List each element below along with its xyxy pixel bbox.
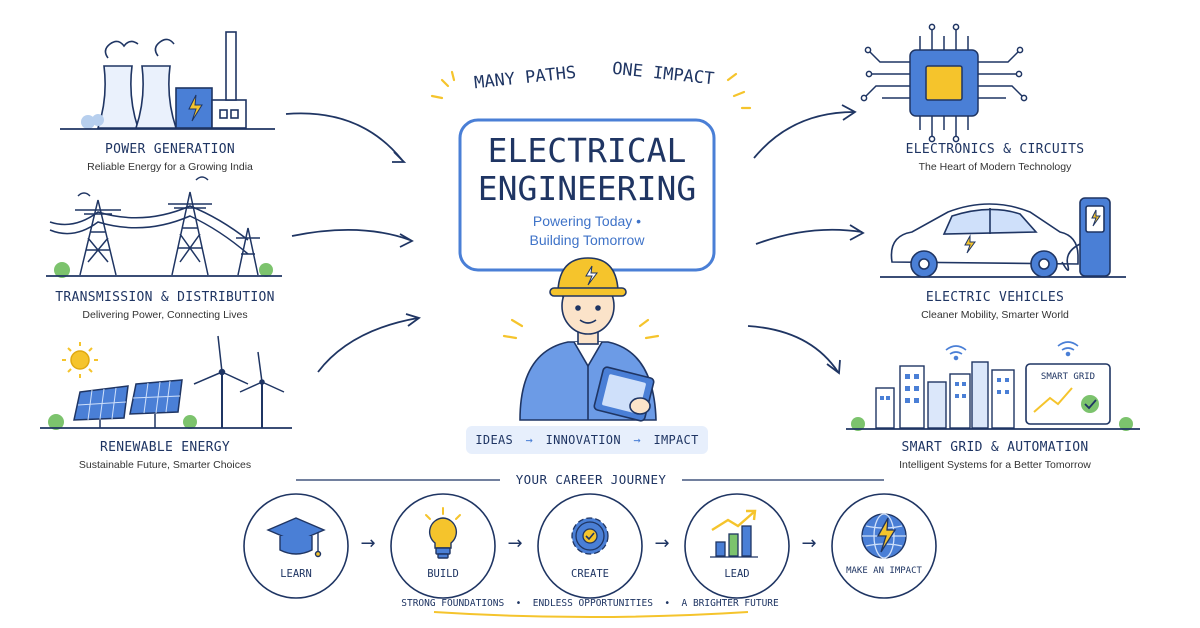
path-arrows-left xyxy=(285,112,421,373)
smart-city-icon xyxy=(846,341,1140,431)
path-subtitle: Intelligent Systems for a Better Tomorro… xyxy=(899,459,1091,471)
lightbulb-icon xyxy=(425,507,461,559)
journey-arrow: → xyxy=(360,533,376,554)
flow-impact: IMPACT xyxy=(653,433,699,447)
center-subtitle: Powering Today • Building Tomorrow xyxy=(460,212,714,250)
center-title-line2: ENGINEERING xyxy=(477,169,697,208)
path-subtitle: The Heart of Modern Technology xyxy=(918,161,1072,173)
flow-ribbon xyxy=(466,426,708,454)
journey-step-learn: LEARN xyxy=(280,568,312,580)
journey-title: YOUR CAREER JOURNEY xyxy=(515,472,667,487)
microchip-icon xyxy=(860,23,1028,143)
path-arrows-right xyxy=(747,104,865,375)
power-plant-icon xyxy=(60,31,275,130)
path-title: ELECTRIC VEHICLES xyxy=(925,290,1065,305)
journey-step-lead: LEAD xyxy=(724,568,750,580)
flow-arrow: → xyxy=(633,433,641,447)
path-subtitle: Cleaner Mobility, Smarter World xyxy=(921,309,1069,321)
journey-footer: STRONG FOUNDATIONS • ENDLESS OPPORTUNITI… xyxy=(401,598,779,609)
path-electric-vehicles: ELECTRIC VEHICLES Cleaner Mobility, Smar… xyxy=(856,290,1134,321)
graduation-cap-icon xyxy=(266,517,326,558)
center-sub-line2: Building Tomorrow xyxy=(529,232,645,248)
journey-step-build: BUILD xyxy=(427,568,459,580)
journey-step-make-impact: MAKE AN IMPACT xyxy=(846,566,922,576)
headline-sparks xyxy=(430,70,752,110)
center-title: ELECTRICAL ENGINEERING xyxy=(460,132,714,208)
growth-chart-icon xyxy=(710,509,758,558)
journey-arrow: → xyxy=(654,533,670,554)
path-title: ELECTRONICS & CIRCUITS xyxy=(905,142,1085,157)
path-renewable: RENEWABLE ENERGY Sustainable Future, Sma… xyxy=(30,440,300,471)
path-power-generation: POWER GENERATION Reliable Energy for a G… xyxy=(40,142,300,173)
path-transmission: TRANSMISSION & DISTRIBUTION Delivering P… xyxy=(30,290,300,321)
path-title: POWER GENERATION xyxy=(104,142,236,157)
electric-car-icon xyxy=(880,197,1126,278)
flow-arrow: → xyxy=(525,433,534,447)
journey-arrow: → xyxy=(507,533,523,554)
journey-arrow: → xyxy=(801,533,817,554)
flow-innovation: INNOVATION xyxy=(545,433,621,447)
footer-underline xyxy=(433,611,749,618)
center-sub-line1: Powering Today • xyxy=(532,213,642,229)
transmission-tower-icon xyxy=(46,176,282,278)
journey-step-create: CREATE xyxy=(571,568,609,580)
gear-icon xyxy=(571,517,609,555)
path-subtitle: Sustainable Future, Smarter Choices xyxy=(78,459,252,471)
engineer-figure xyxy=(502,257,660,422)
path-electronics: ELECTRONICS & CIRCUITS The Heart of Mode… xyxy=(856,142,1134,173)
center-title-line1: ELECTRICAL xyxy=(487,131,687,170)
solar-wind-icon xyxy=(40,335,292,430)
path-subtitle: Reliable Energy for a Growing India xyxy=(87,161,253,173)
smart-grid-screen-label: SMART GRID xyxy=(1040,372,1096,382)
path-title: RENEWABLE ENERGY xyxy=(99,440,231,455)
path-subtitle: Delivering Power, Connecting Lives xyxy=(82,309,248,321)
globe-bolt-icon xyxy=(861,513,907,559)
path-smart-grid: SMART GRID & AUTOMATION Intelligent Syst… xyxy=(856,440,1134,471)
path-title: SMART GRID & AUTOMATION xyxy=(901,440,1089,455)
flow-ideas: IDEAS xyxy=(475,433,514,447)
path-title: TRANSMISSION & DISTRIBUTION xyxy=(55,290,275,305)
flow-ribbon-text: IDEAS → INNOVATION → IMPACT xyxy=(466,433,708,447)
